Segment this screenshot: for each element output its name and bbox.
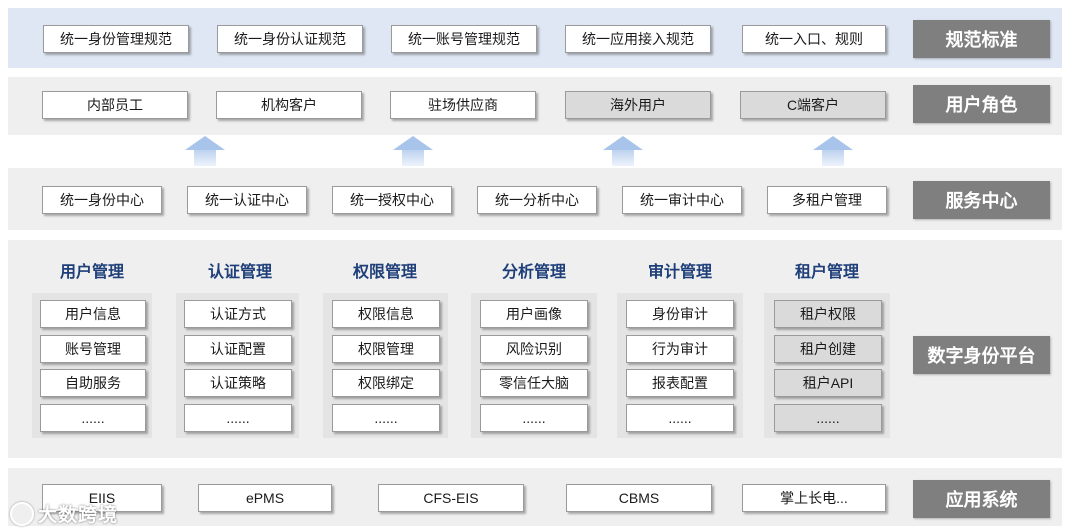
apps-band xyxy=(8,468,1062,526)
module-item: 风险识别 xyxy=(480,335,588,363)
layer-tag-user-roles: 用户角色 xyxy=(913,85,1050,123)
service-item: 统一授权中心 xyxy=(332,186,452,214)
standard-item: 统一身份认证规范 xyxy=(217,25,363,53)
standard-item: 统一账号管理规范 xyxy=(391,25,537,53)
up-arrow-icon xyxy=(393,136,433,166)
standard-item: 统一应用接入规范 xyxy=(565,25,711,53)
module-item: 账号管理 xyxy=(40,335,146,363)
layer-tag-service-center: 服务中心 xyxy=(913,181,1050,219)
app-item: CBMS xyxy=(566,484,712,512)
app-item: 掌上长电... xyxy=(742,484,886,512)
module-title: 租户管理 xyxy=(794,264,859,281)
module-item: 身份审计 xyxy=(626,300,734,328)
watermark-text: 大数跨境 xyxy=(38,505,119,526)
module-title: 审计管理 xyxy=(647,264,712,281)
user-role-item: 海外用户 xyxy=(565,91,711,119)
up-arrow-icon xyxy=(813,136,853,166)
module-item: ...... xyxy=(40,404,146,432)
module-item: 认证策略 xyxy=(184,369,292,397)
service-item: 统一分析中心 xyxy=(477,186,597,214)
up-arrow-icon xyxy=(603,136,643,166)
module-item: 用户信息 xyxy=(40,300,146,328)
module-title: 认证管理 xyxy=(207,264,272,281)
module-item: 权限信息 xyxy=(332,300,440,328)
layer-tag-standards: 规范标准 xyxy=(913,20,1050,58)
watermark-logo-icon xyxy=(10,501,34,526)
user-role-item: 驻场供应商 xyxy=(390,91,536,119)
user-role-item: 内部员工 xyxy=(42,91,188,119)
service-item: 统一审计中心 xyxy=(622,186,742,214)
module-item: 自助服务 xyxy=(40,369,146,397)
service-item: 统一认证中心 xyxy=(187,186,307,214)
layer-tag-apps: 应用系统 xyxy=(913,480,1050,518)
standard-item: 统一身份管理规范 xyxy=(43,25,189,53)
module-title: 分析管理 xyxy=(501,264,566,281)
module-item: 权限管理 xyxy=(332,335,440,363)
module-item: ...... xyxy=(184,404,292,432)
user-role-item: C端客户 xyxy=(740,91,886,119)
module-item: 认证方式 xyxy=(184,300,292,328)
module-item: ...... xyxy=(626,404,734,432)
module-item: 报表配置 xyxy=(626,369,734,397)
module-item: ...... xyxy=(774,404,882,432)
service-item: 多租户管理 xyxy=(767,186,887,214)
app-item: ePMS xyxy=(198,484,332,512)
app-item: EIIS xyxy=(42,484,162,512)
module-item: 租户创建 xyxy=(774,335,882,363)
module-item: 权限绑定 xyxy=(332,369,440,397)
module-title: 权限管理 xyxy=(352,264,417,281)
up-arrow-icon xyxy=(185,136,225,166)
watermark: 大数跨境 xyxy=(10,500,118,527)
module-item: 行为审计 xyxy=(626,335,734,363)
module-item: 租户API xyxy=(774,369,882,397)
standard-item: 统一入口、规则 xyxy=(742,25,886,53)
module-title: 用户管理 xyxy=(59,264,124,281)
module-item: 租户权限 xyxy=(774,300,882,328)
module-item: 零信任大脑 xyxy=(480,369,588,397)
module-item: 认证配置 xyxy=(184,335,292,363)
service-item: 统一身份中心 xyxy=(42,186,162,214)
app-item: CFS-EIS xyxy=(378,484,524,512)
user-role-item: 机构客户 xyxy=(216,91,362,119)
module-item: ...... xyxy=(480,404,588,432)
module-item: 用户画像 xyxy=(480,300,588,328)
layer-tag-platform: 数字身份平台 xyxy=(913,336,1050,374)
module-item: ...... xyxy=(332,404,440,432)
